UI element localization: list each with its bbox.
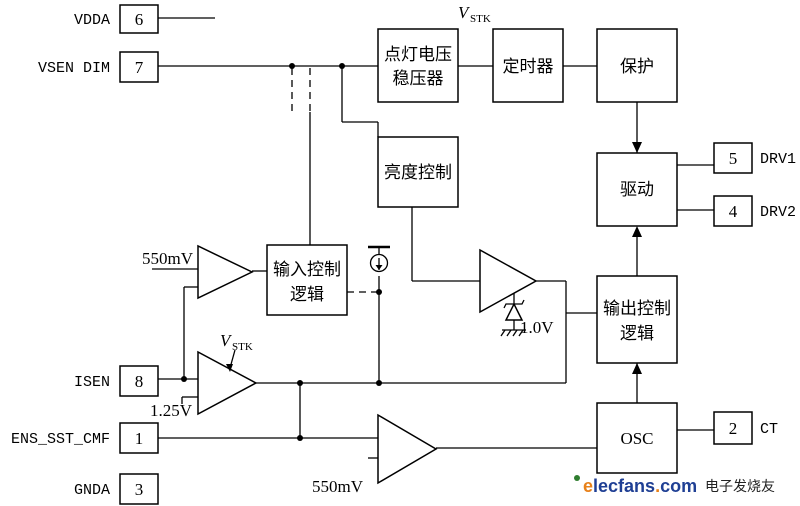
vstk-comp-sub: STK [232,341,253,353]
block-brightness-control: 亮度控制 [377,136,459,208]
protect-label: 保护 [620,57,654,77]
block-osc: OSC [596,402,678,474]
pin-vdda-number: 6 [135,10,144,29]
ref-550mv-top: 550mV [142,249,194,268]
vstk-comp-v: V [220,331,233,350]
brightness-control-label: 亮度控制 [384,163,452,183]
arrowheads [632,142,642,374]
pin-ct-number: 2 [729,419,738,438]
vstk-arrow [226,349,236,372]
pin-drv2: 4 DRV2 [713,195,796,227]
pin-gnda-label: GNDA [74,482,110,499]
current-source-symbol [368,245,390,273]
output-logic-line2: 逻辑 [620,324,654,344]
pin-vsen: 7 VSEN DIM [38,51,159,83]
pin-vsen-number: 7 [135,58,144,77]
pin-ens-number: 1 [135,429,144,448]
vstk-label-comparator: V STK [220,331,253,353]
pin-vdda-label: VDDA [74,12,110,29]
amplifier-ens [377,413,438,485]
ref-1-0v: 1.0V [520,318,554,337]
pin-drv1: 5 DRV1 [713,142,796,174]
vstk-top-v: V [458,3,471,22]
pin-ens-label: ENS_SST_CMF [11,431,110,448]
vstk-label-top: V STK [458,3,491,25]
ref-1-25v: 1.25V [150,401,193,420]
block-drive: 驱动 [596,152,678,227]
pin-vsen-label: VSEN DIM [38,60,110,77]
amplifier-550mv [197,244,254,300]
ref-550mv-bottom: 550mV [312,477,364,496]
watermark: elecfans.com 电子发烧友 [574,475,775,496]
block-voltage-regulator: 点灯电压 稳压器 [377,28,459,103]
comparator-isen [197,350,258,416]
pin-ct-label: CT [760,421,778,438]
drive-label: 驱动 [620,180,654,200]
voltage-regulator-line2: 稳压器 [393,69,444,89]
pin-vdda: 6 VDDA [74,4,159,34]
block-output-logic: 输出控制 逻辑 [596,275,678,364]
block-protect: 保护 [596,28,678,103]
timer-label: 定时器 [503,57,554,77]
watermark-cn: 电子发烧友 [705,479,775,495]
input-logic-line2: 逻辑 [290,285,324,305]
block-input-logic: 输入控制 逻辑 [266,244,348,316]
watermark-brand: elecfans.com [583,476,697,496]
zener-diode-symbol [500,299,525,337]
pin-drv2-label: DRV2 [760,204,796,221]
pin-gnda: 3 GNDA [74,473,159,505]
pin-gnda-number: 3 [135,480,144,499]
pin-drv1-label: DRV1 [760,151,796,168]
pin-ct: 2 CT [713,411,778,445]
pin-ens: 1 ENS_SST_CMF [11,422,159,454]
osc-label: OSC [620,429,653,448]
pin-drv2-number: 4 [729,202,738,221]
pin-drv1-number: 5 [729,149,738,168]
junction-dots [181,63,382,441]
pin-isen-number: 8 [135,372,144,391]
vstk-top-sub: STK [470,13,491,25]
amplifier-brightness [479,248,538,314]
block-timer: 定时器 [492,28,564,103]
pin-isen-label: ISEN [74,374,110,391]
input-logic-line1: 输入控制 [273,260,341,280]
watermark-icon [574,475,580,481]
voltage-regulator-line1: 点灯电压 [384,45,452,65]
pin-isen: 8 ISEN [74,365,159,397]
output-logic-line1: 输出控制 [603,299,671,319]
